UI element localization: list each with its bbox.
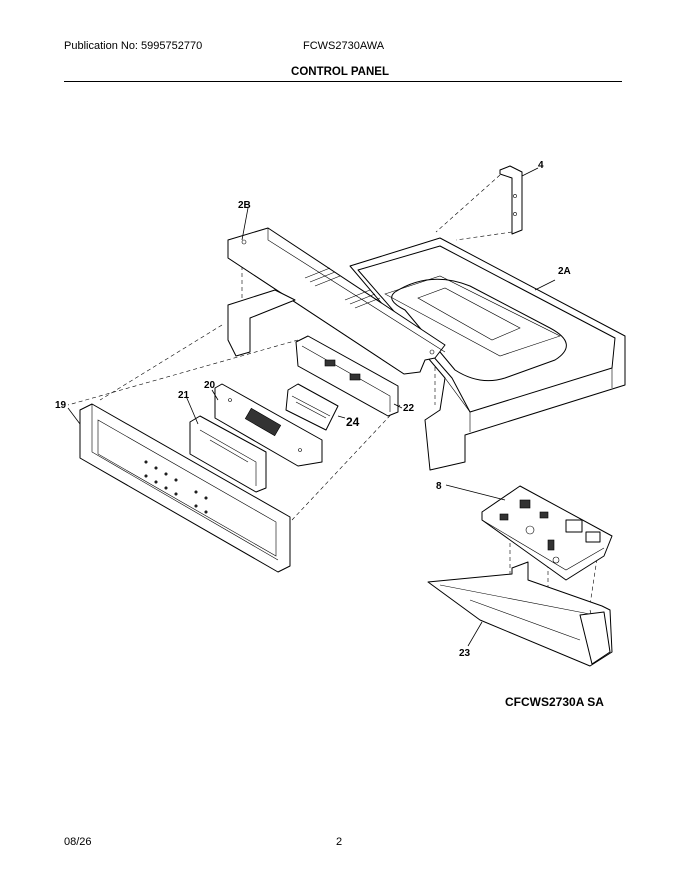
callout-23: 23: [459, 648, 471, 659]
part-23-mounting-tray[interactable]: [427, 561, 613, 667]
part-20-display-board[interactable]: [211, 383, 323, 467]
part-24-display-circuit-board[interactable]: [285, 383, 346, 431]
header-rule: [64, 81, 622, 82]
part-4-bracket[interactable]: [499, 165, 539, 235]
model-number: FCWS2730AWA: [303, 40, 385, 52]
section-title: CONTROL PANEL: [291, 66, 389, 78]
part-19-fascia[interactable]: [67, 403, 291, 573]
touch-key-markers: [144, 460, 208, 514]
part-21-keypad-housing[interactable]: [185, 395, 267, 493]
publication-number: Publication No: 5995752770: [64, 40, 203, 52]
page-number: 2: [336, 836, 343, 848]
side-bracket-left[interactable]: [227, 289, 296, 357]
callout-2a: 2A: [558, 266, 571, 277]
callout-20: 20: [204, 380, 216, 391]
callout-8: 8: [436, 481, 442, 492]
callout-2b: 2B: [238, 200, 251, 211]
diagram-code: CFCWS2730A SA: [505, 695, 604, 709]
callout-22: 22: [403, 403, 415, 414]
part-2a-oven-top-frame[interactable]: [349, 237, 626, 471]
callout-19: 19: [55, 400, 67, 411]
part-8-control-board[interactable]: [445, 484, 613, 581]
vent-slots: [304, 267, 381, 309]
footer-date: 08/26: [64, 836, 92, 848]
callout-24: 24: [346, 415, 360, 429]
callout-21: 21: [178, 390, 190, 401]
part-22-board-housing[interactable]: [295, 335, 403, 417]
callout-4: 4: [538, 160, 544, 171]
